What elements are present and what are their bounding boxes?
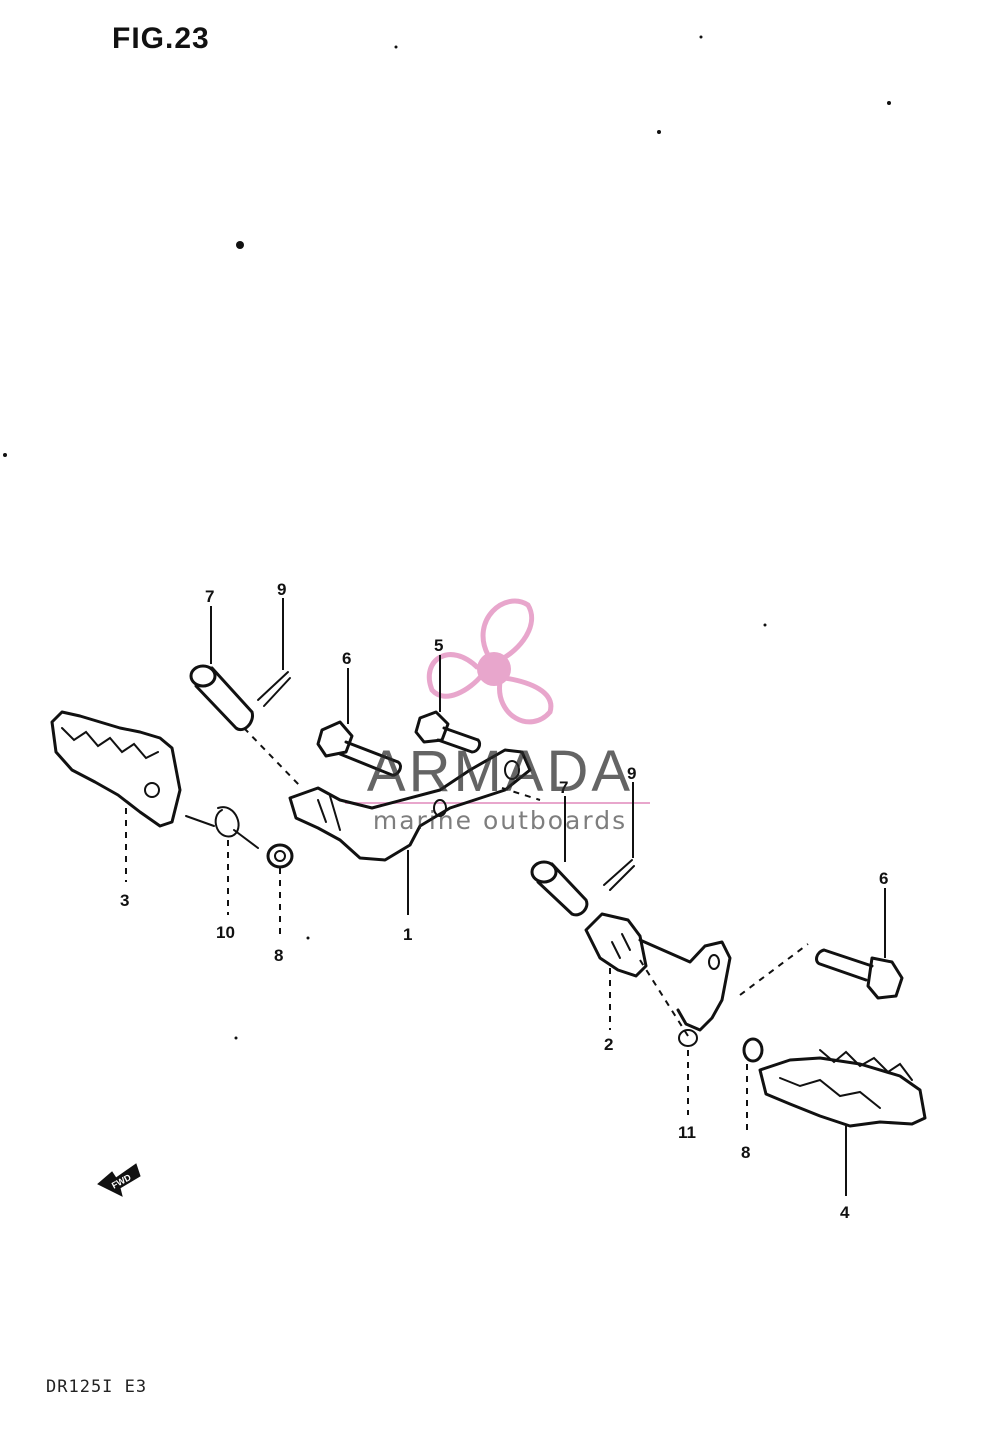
callout-1: 1	[403, 925, 412, 944]
footrest-bracket-right	[584, 912, 732, 1032]
callout-10: 10	[216, 923, 235, 942]
callout-2: 2	[604, 1035, 613, 1054]
bolt-left	[316, 720, 402, 777]
bolt-right	[815, 948, 904, 1000]
figure-title: FIG.23	[112, 22, 210, 55]
watermark-tagline: marine outboards	[372, 806, 628, 835]
callout-7-right: 7	[559, 778, 568, 797]
model-code: DR125I E3	[46, 1377, 148, 1397]
pin-right	[678, 1029, 698, 1047]
callout-6-left: 6	[342, 649, 351, 668]
footrest-right	[758, 1049, 927, 1128]
callout-8-right: 8	[741, 1143, 750, 1162]
cotter-pin-left	[257, 671, 291, 707]
clevis-pin-left	[189, 664, 254, 731]
callout-labels: 7 9 6 5 9 7 6 3 10 8 1 2 11 8 4	[120, 580, 888, 1222]
callout-9-left: 9	[277, 580, 286, 599]
bolt-center	[414, 710, 482, 754]
callout-9-right: 9	[627, 764, 636, 783]
forward-arrow-icon: FWD	[97, 1163, 141, 1197]
washer-left	[266, 843, 294, 869]
watermark-brand: ARMADA	[366, 739, 634, 804]
callout-7-left: 7	[205, 587, 214, 606]
leader-lines	[125, 598, 886, 1196]
callout-4: 4	[840, 1203, 850, 1222]
callout-8-left: 8	[274, 946, 283, 965]
callout-6-right: 6	[879, 869, 888, 888]
callout-5: 5	[434, 636, 443, 655]
cotter-pin-right	[603, 859, 635, 891]
propeller-logo-icon	[345, 598, 650, 804]
washer-right	[742, 1037, 764, 1063]
scan-specks	[3, 35, 891, 1040]
footrest-bracket-left	[288, 748, 532, 862]
spring-left	[185, 806, 259, 849]
callout-11: 11	[678, 1123, 696, 1142]
footrest-left	[50, 710, 182, 828]
clevis-pin-right	[530, 860, 589, 917]
callout-3: 3	[120, 891, 129, 910]
